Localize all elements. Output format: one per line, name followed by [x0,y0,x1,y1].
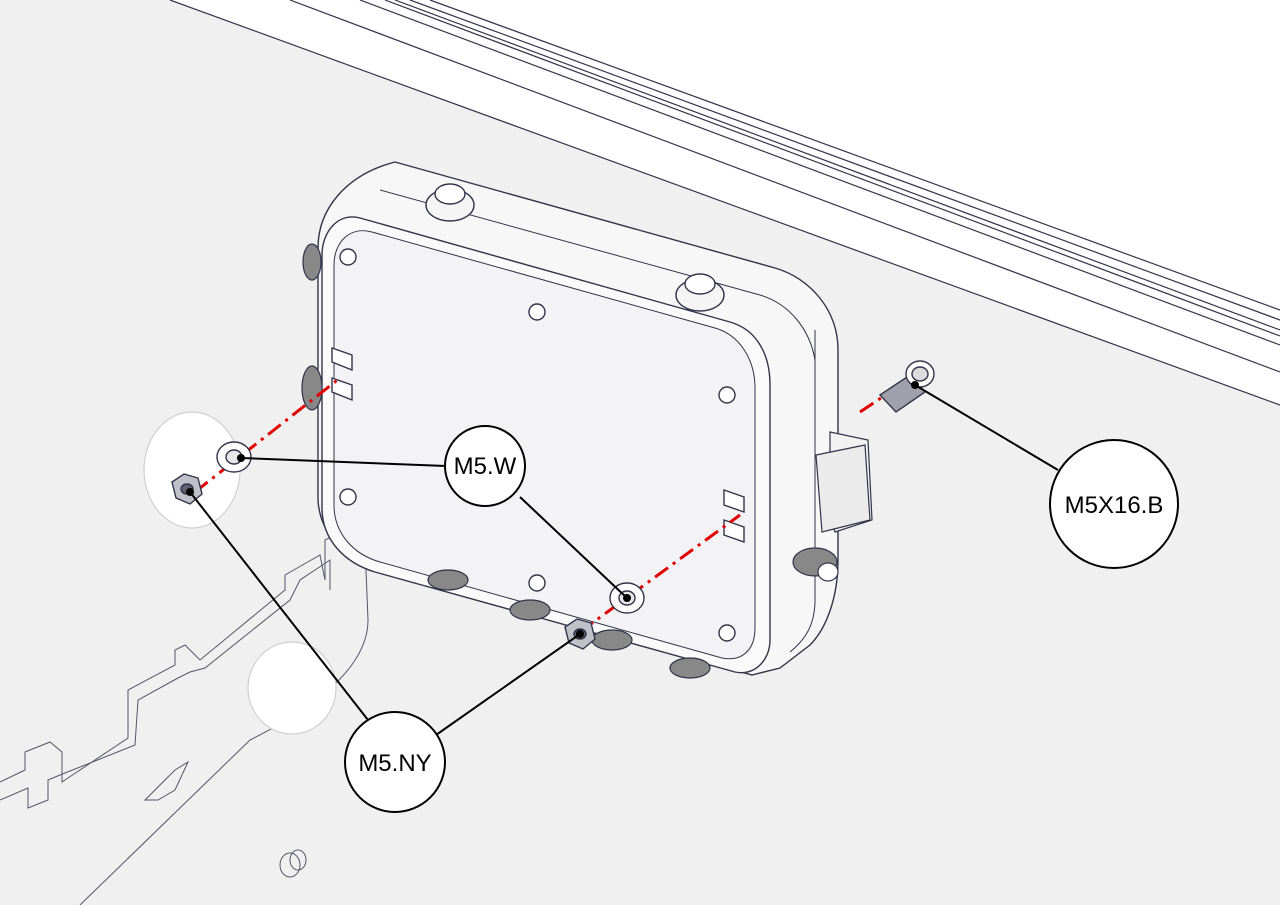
side-latch [815,431,873,533]
callout-washer-label: M5.W [454,453,517,480]
leader-lines [189,384,1059,736]
rail-extrusion [169,0,1280,406]
callout-bolt-label: M5X16.B [1065,492,1164,519]
callout-nut: M5.NY [344,711,446,813]
connectors [301,243,839,679]
bracket-plate [0,529,369,905]
washer-upper [216,441,252,473]
callout-washer: M5.W [444,425,526,507]
plate-hole-lower [247,641,337,735]
callout-nut-label: M5.NY [358,750,431,777]
leader-dots [186,381,919,638]
enclosure-box [317,161,839,676]
callout-bolt: M5X16.B [1049,439,1179,569]
